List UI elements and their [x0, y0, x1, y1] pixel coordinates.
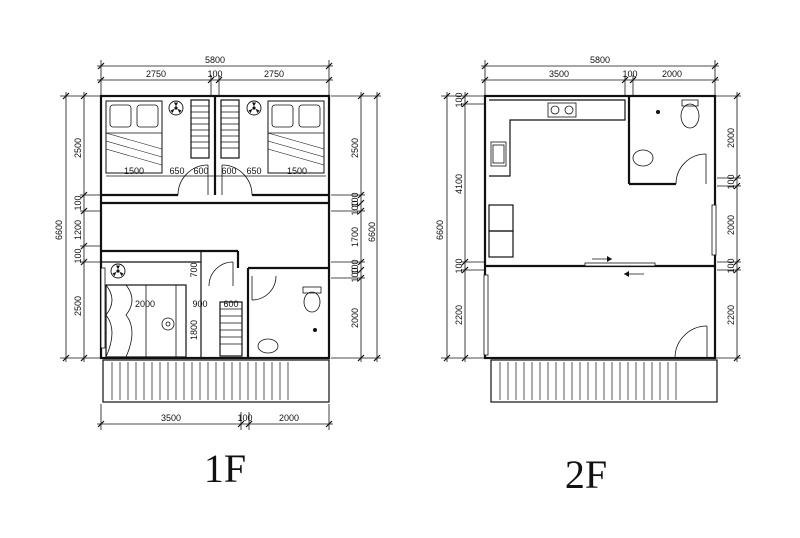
- f2-top-total: 5800: [590, 55, 610, 65]
- f1-top-part-3: 2750: [264, 69, 284, 79]
- floor-1-upper-bedrooms: 1500 650 600 600 650 1500: [101, 96, 329, 205]
- f2-left-part-3: 100: [454, 258, 464, 273]
- f1-right-part-3: 100: [350, 200, 360, 215]
- f1-left-total: 6600: [54, 220, 64, 240]
- f2-top-part-1: 3500: [549, 69, 569, 79]
- floor-1-title: 1F: [204, 446, 246, 491]
- f1-vertical-lower: 1800: [189, 320, 199, 340]
- sliding-door: [584, 256, 656, 277]
- floor-2-outer-wall: [483, 94, 717, 360]
- floor-2-left-dimensions: 6600 100 4100 100 2200: [435, 92, 485, 362]
- f1-bottom-part-3: 2000: [279, 413, 299, 423]
- f1-left-part-2: 100: [73, 195, 83, 210]
- fan-icon-upper-left: [168, 100, 184, 116]
- f1-vertical-upper: 700: [189, 262, 199, 277]
- f1-right-part-4: 1700: [350, 227, 360, 247]
- f1-top-part-2: 100: [207, 69, 222, 79]
- f2-top-part-3: 2000: [662, 69, 682, 79]
- f1-right-part-6: 100: [350, 267, 360, 282]
- f2-left-part-4: 2200: [454, 305, 464, 325]
- floor-2-top-dimensions: 5800 3500 100 2000: [481, 55, 719, 96]
- floor-1-lower-rooms: 2000 900 600 700 1800: [100, 249, 329, 358]
- f1-right-part-5: 100: [350, 259, 360, 274]
- f1-top-part-1: 2750: [146, 69, 166, 79]
- f1-left-part-5: 2500: [73, 296, 83, 316]
- floor-2-title: 2F: [565, 452, 607, 497]
- f2-top-part-2: 100: [622, 69, 637, 79]
- f1-bed-left-width: 1500: [124, 166, 144, 176]
- window-left: [483, 274, 489, 356]
- f2-left-part-1: 100: [454, 92, 464, 107]
- floor-2-balcony: [490, 359, 718, 403]
- f2-right-part-4: 100: [726, 258, 736, 273]
- f1-right-part-7: 2000: [350, 308, 360, 328]
- floor-1-plan: 5800 2750 100 2750 6600 2500 100 1200 10…: [54, 55, 381, 491]
- f1-left-part-4: 100: [73, 248, 83, 263]
- f1-right-part-2: 100: [350, 192, 360, 207]
- f1-bed-right-width: 1500: [287, 166, 307, 176]
- f1-closet-left-width: 600: [193, 166, 208, 176]
- cabinet-upper: [488, 204, 514, 232]
- f1-bottom-part-2: 100: [237, 413, 252, 423]
- f1-passage-width: 900: [192, 299, 207, 309]
- fan-icon-upper-right: [246, 100, 262, 116]
- f1-corridor-right-width: 650: [246, 166, 261, 176]
- f2-right-part-1: 2000: [726, 128, 736, 148]
- f2-right-part-3: 2000: [726, 215, 736, 235]
- f1-bottom-part-1: 3500: [161, 413, 181, 423]
- floor-2-right-dimensions: 2000 100 2000 100 2200: [713, 92, 741, 362]
- f2-left-total: 6600: [435, 220, 445, 240]
- f1-left-part-3: 1200: [73, 220, 83, 240]
- f1-closet-right-width: 600: [221, 166, 236, 176]
- f1-right-total: 6600: [367, 222, 377, 242]
- floor-1-top-dimensions: 5800 2750 100 2750: [97, 55, 333, 96]
- fan-icon-lower: [110, 263, 126, 279]
- floor-2-bathroom: [632, 99, 707, 185]
- floor-2-plan: 5800 3500 100 2000 6600 100 4100 100 220…: [435, 55, 741, 497]
- floor-1-balcony: [102, 359, 330, 403]
- bed-icon-upper-left: [105, 100, 163, 174]
- f1-right-part-1: 2500: [350, 138, 360, 158]
- f1-closet-lower-width: 600: [223, 299, 238, 309]
- cabinet-lower: [488, 230, 514, 258]
- f1-left-part-1: 2500: [73, 138, 83, 158]
- f1-corridor-left-width: 650: [169, 166, 184, 176]
- f1-top-total: 5800: [205, 55, 225, 65]
- f2-right-part-2: 100: [726, 174, 736, 189]
- f1-bed-lower-width: 2000: [135, 299, 155, 309]
- window-right: [711, 204, 717, 256]
- f2-right-part-5: 2200: [726, 305, 736, 325]
- floor-1-left-dimensions: 6600 2500 100 1200 100 2500: [54, 92, 100, 362]
- floor-1-right-dimensions: 6600 2500 100 100 1700 100 100 2000: [331, 92, 381, 362]
- kitchen-counter: [489, 99, 626, 177]
- bed-icon-upper-right: [267, 100, 325, 174]
- f2-left-part-2: 4100: [454, 174, 464, 194]
- floor-1-bottom-dimensions: 3500 100 2000: [97, 404, 333, 430]
